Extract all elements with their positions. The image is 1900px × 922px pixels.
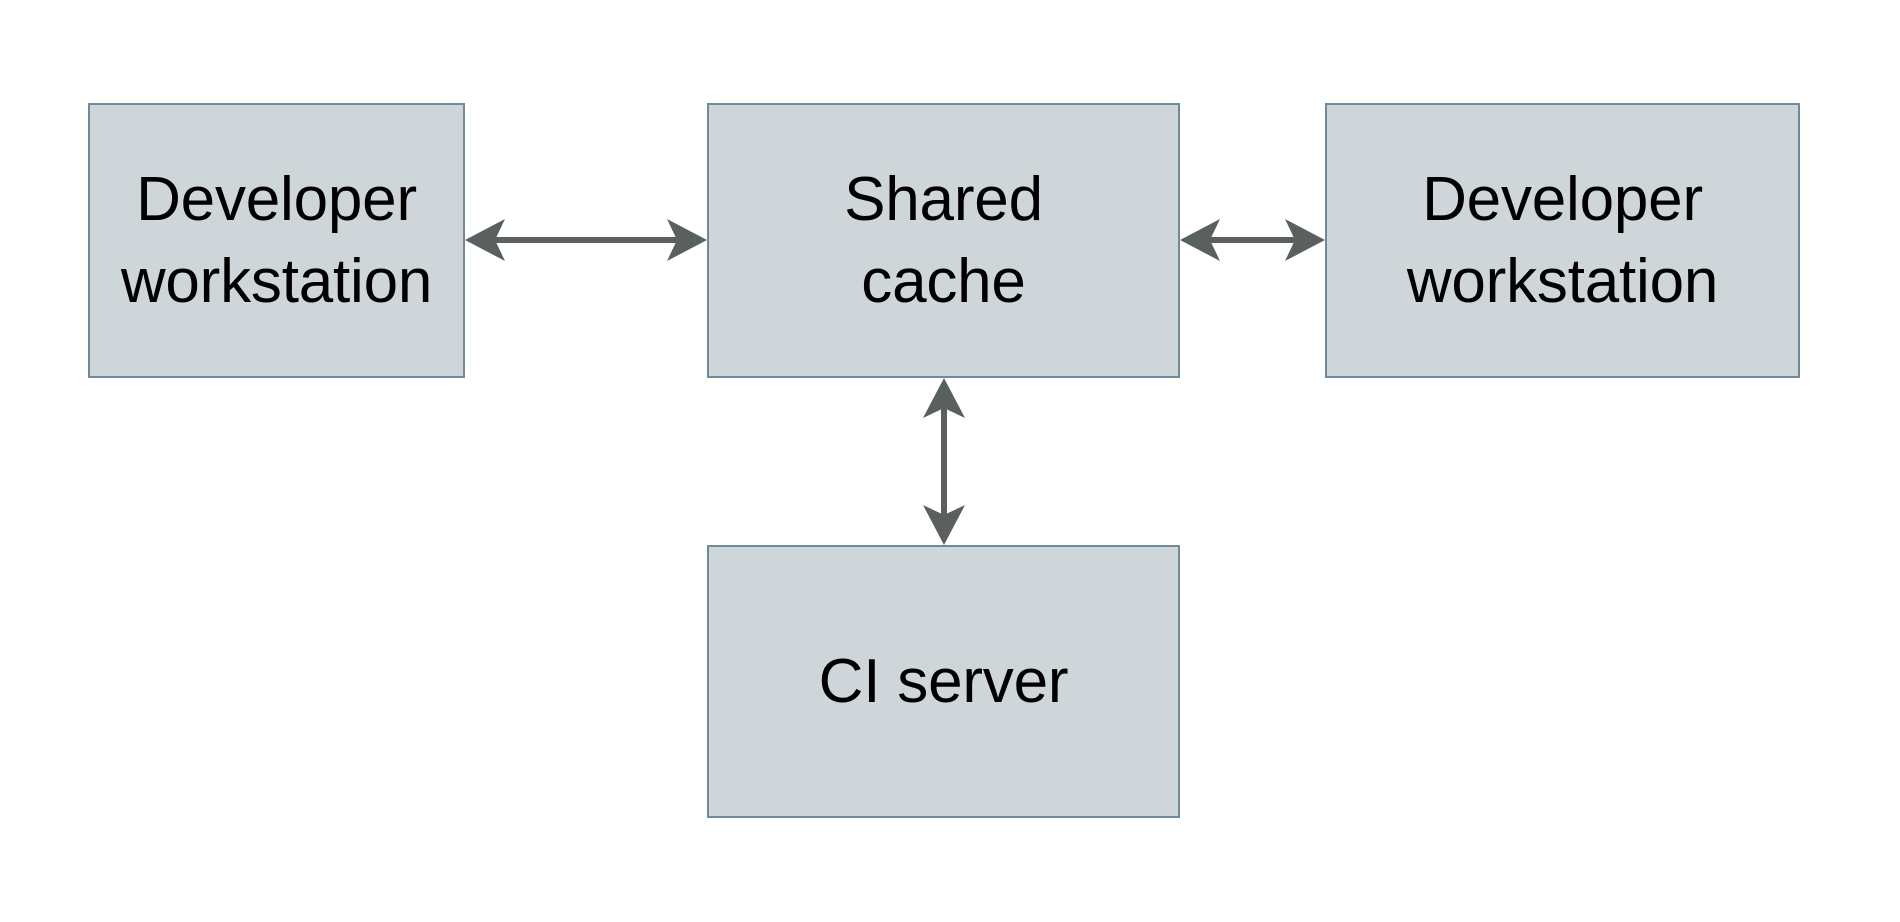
connector-shared-to-ci: [923, 378, 965, 545]
node-ci-server-label: CI server: [818, 646, 1069, 716]
arrowhead-right-toward-shared-cache: [667, 219, 707, 261]
arrowhead-left-toward-shared-cache: [1180, 219, 1220, 261]
arrowhead-left-toward-dev-left: [465, 219, 505, 261]
arrowhead-right-toward-dev-right: [1285, 219, 1325, 261]
arrowhead-down-toward-ci-server: [923, 505, 965, 545]
node-shared-cache[interactable]: Shared cache: [707, 103, 1180, 378]
node-developer-workstation-right-label: Developer workstation: [1406, 164, 1719, 316]
arrowhead-up-toward-shared-cache: [923, 378, 965, 418]
node-shared-cache-label: Shared cache: [844, 164, 1043, 316]
connector-shared-to-dev-right: [1180, 219, 1325, 261]
connector-dev-left-to-shared: [465, 219, 707, 261]
node-developer-workstation-left-label: Developer workstation: [120, 164, 433, 316]
node-developer-workstation-right[interactable]: Developer workstation: [1325, 103, 1800, 378]
node-ci-server[interactable]: CI server: [707, 545, 1180, 818]
node-developer-workstation-left[interactable]: Developer workstation: [88, 103, 465, 378]
